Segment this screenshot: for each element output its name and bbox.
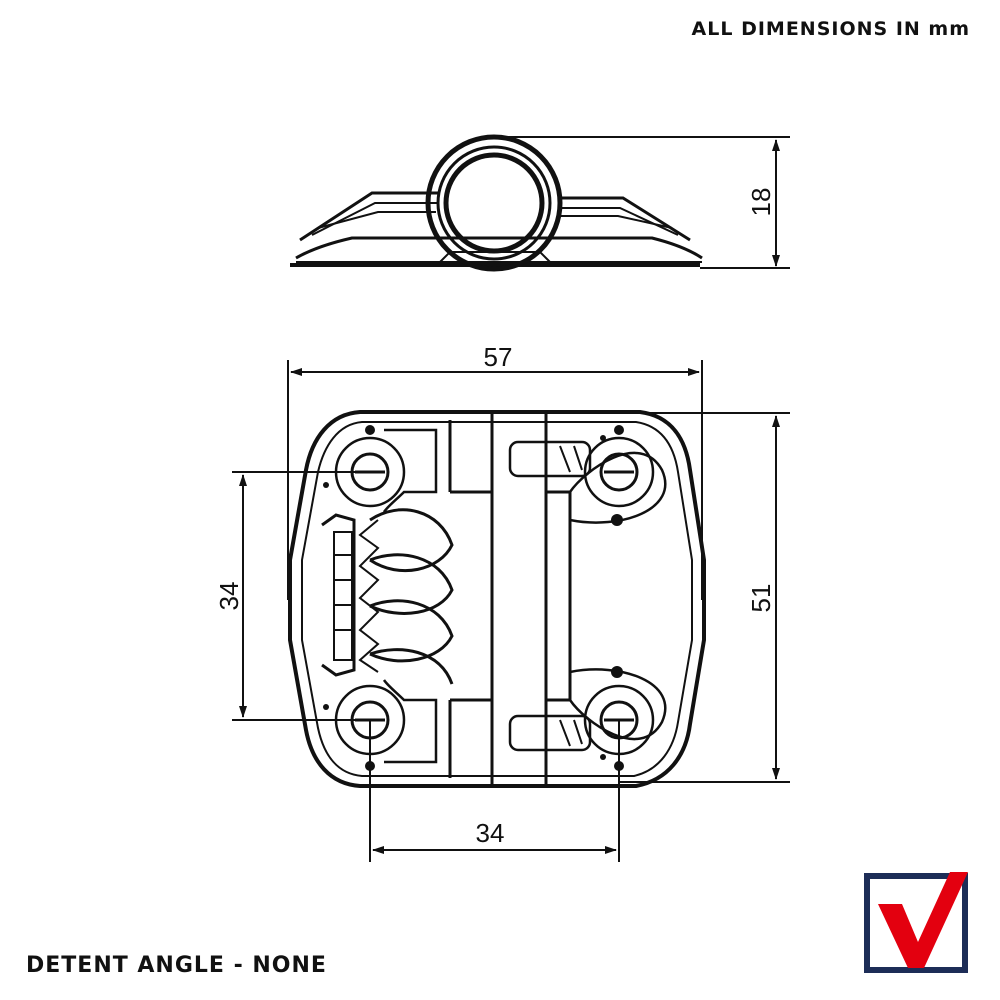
hole-top-right xyxy=(583,436,655,508)
hole-top-left xyxy=(334,436,406,508)
hole-bottom-right xyxy=(583,684,655,756)
dimension-label-51: 51 xyxy=(746,584,776,613)
dimension-side-height xyxy=(494,136,790,269)
dimension-overall-width xyxy=(287,360,703,600)
dimension-hole-spacing-vertical xyxy=(232,471,370,721)
mounting-holes xyxy=(323,425,655,771)
units-note: ALL DIMENSIONS IN mm xyxy=(691,18,970,40)
hinge-plan-view xyxy=(288,410,706,788)
dimension-hole-spacing-horizontal xyxy=(369,720,620,862)
dimension-label-18: 18 xyxy=(746,188,776,217)
dimension-label-57: 57 xyxy=(484,342,513,372)
detent-note: DETENT ANGLE - NONE xyxy=(26,953,327,978)
checkmark-logo-icon xyxy=(864,872,968,973)
dimension-label-34-vertical: 34 xyxy=(214,582,244,611)
side-view xyxy=(290,134,703,272)
dimension-label-34-horizontal: 34 xyxy=(476,818,505,848)
hole-bottom-left xyxy=(334,684,406,756)
